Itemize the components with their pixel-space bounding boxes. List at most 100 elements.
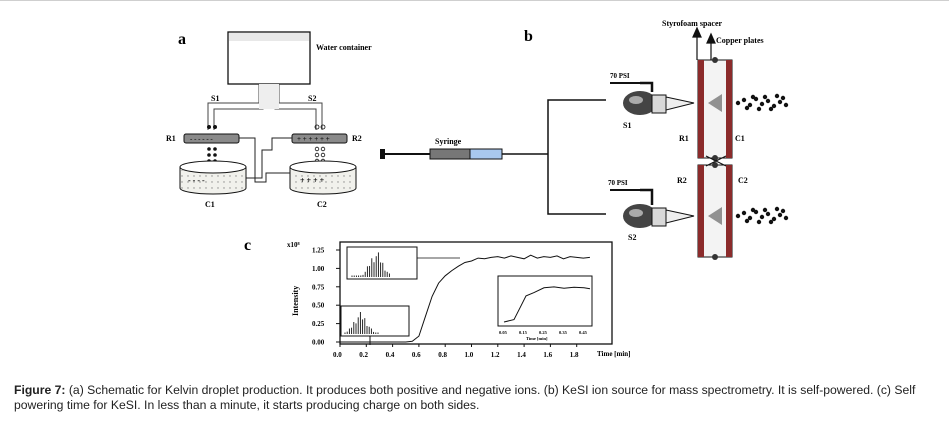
ion-droplet	[774, 206, 780, 212]
ion-droplet	[762, 207, 768, 213]
ion-droplet	[765, 98, 771, 104]
b-r1-label: R1	[679, 134, 689, 143]
caption-label: Figure 7:	[14, 383, 66, 397]
caption-text: (a) Schematic for Kelvin droplet product…	[14, 383, 916, 412]
ion-droplet	[744, 218, 750, 224]
ion-droplet	[735, 100, 741, 106]
ion-droplet	[783, 102, 789, 108]
ion-droplet	[741, 97, 747, 103]
top-rule	[0, 0, 949, 1]
svg-text:- - - -: - - - -	[188, 176, 205, 185]
ion-droplet	[750, 94, 756, 100]
ion-spray-upper	[735, 93, 789, 112]
ion-droplet	[756, 219, 762, 225]
inset-series-line	[503, 286, 591, 323]
y-tick-label: 0.25	[312, 320, 325, 328]
x-tick-label: 0.6	[412, 351, 421, 359]
ion-droplet	[741, 210, 747, 216]
panel-b: b Styrofoam spacer Copper plates Syringe…	[380, 19, 789, 260]
y-tick-label: 1.00	[312, 265, 325, 273]
water-container-label: Water container	[316, 43, 372, 52]
figure-caption: Figure 7: (a) Schematic for Kelvin dropl…	[14, 383, 939, 413]
y-tick-label: 0.00	[312, 339, 325, 347]
sprayer-s1: 70 PSI S1	[610, 72, 695, 130]
panel-a: a Water container S1 S2 R1 R2 - - - - - …	[166, 31, 372, 209]
figure-7: a Water container S1 S2 R1 R2 - - - - - …	[166, 19, 789, 359]
ion-droplet	[777, 99, 783, 105]
svg-text:- - - - - -: - - - - - -	[190, 135, 213, 143]
droplets-right	[314, 124, 326, 164]
droplets-left	[207, 125, 217, 163]
ion-droplet	[777, 212, 783, 218]
psi-top-label: 70 PSI	[610, 72, 630, 80]
ion-droplet	[756, 106, 762, 112]
x-tick-label: 1.8	[570, 351, 579, 359]
inset-tick-label: 0.15	[519, 330, 528, 335]
b-c1-label: C1	[735, 134, 745, 143]
x-tick-label: 1.4	[517, 351, 526, 359]
x-tick-label: 0.2	[359, 351, 368, 359]
x-tick-label: 0.0	[333, 351, 342, 359]
ion-droplet	[765, 211, 771, 217]
inset-spectrum-upper	[346, 246, 460, 280]
ion-droplet	[759, 101, 765, 107]
copper-column-lower	[697, 162, 733, 260]
styrofoam-spacer-label: Styrofoam spacer	[662, 19, 723, 28]
y-tick-label: 0.50	[312, 302, 325, 310]
can-c1: - - - -	[179, 160, 247, 195]
ion-droplet	[759, 214, 765, 220]
ion-droplet	[768, 106, 774, 112]
can-c2: + + + +	[289, 160, 357, 195]
x-tick-label: 1.0	[465, 351, 474, 359]
ion-droplet	[780, 208, 786, 214]
b-r2-label: R2	[677, 176, 687, 185]
a-s1-label: S1	[211, 94, 219, 103]
y-multiplier: x10⁸	[287, 241, 300, 249]
a-c1-label: C1	[205, 200, 215, 209]
y-tick-label: 0.75	[312, 283, 325, 291]
inset-tick-label: 0.45	[579, 330, 588, 335]
x-axis-label: Time [min]	[597, 350, 631, 358]
inset-spectrum-lower	[340, 305, 410, 345]
ion-droplet	[771, 103, 777, 109]
y-axis-label: Intensity	[291, 286, 300, 316]
cross-wires	[239, 137, 292, 183]
ion-droplet	[774, 93, 780, 99]
inset-tick-label: 0.35	[559, 330, 568, 335]
main-series-line	[340, 254, 590, 343]
x-tick-label: 1.6	[543, 351, 552, 359]
ion-droplet	[747, 215, 753, 221]
sprayer-s2: 70 PSI S2	[608, 179, 695, 242]
syringe-label: Syringe	[435, 137, 462, 146]
panel-c-letter: c	[244, 237, 251, 254]
b-s1-label: S1	[623, 121, 631, 130]
panel-b-letter: b	[524, 28, 533, 45]
ion-droplet	[747, 102, 753, 108]
ion-droplet	[783, 215, 789, 221]
label-arrows	[692, 26, 716, 60]
a-c2-label: C2	[317, 200, 327, 209]
a-s2-label: S2	[308, 94, 316, 103]
a-r1-label: R1	[166, 134, 176, 143]
b-s2-label: S2	[628, 233, 636, 242]
copper-column-upper	[697, 57, 733, 161]
ion-droplet	[762, 94, 768, 100]
spray-fan-lower	[708, 207, 722, 225]
x-tick-label: 1.2	[491, 351, 500, 359]
inset-tick-label: 0.25	[539, 330, 548, 335]
copper-plates-label: Copper plates	[716, 36, 764, 45]
x-tick-label: 0.4	[386, 351, 395, 359]
ion-droplet	[744, 105, 750, 111]
svg-text:+ + + + + +: + + + + + +	[297, 135, 330, 143]
ion-droplet	[768, 219, 774, 225]
psi-bottom-label: 70 PSI	[608, 179, 628, 187]
ion-droplet	[750, 207, 756, 213]
ion-droplet	[735, 213, 741, 219]
svg-text:+ + + +: + + + +	[300, 176, 325, 185]
spray-fan-upper	[708, 94, 722, 112]
y-axis: 0.000.250.500.751.001.25	[312, 247, 340, 347]
panel-a-letter: a	[178, 31, 186, 48]
ion-spray-lower	[735, 206, 789, 225]
a-r2-label: R2	[352, 134, 362, 143]
